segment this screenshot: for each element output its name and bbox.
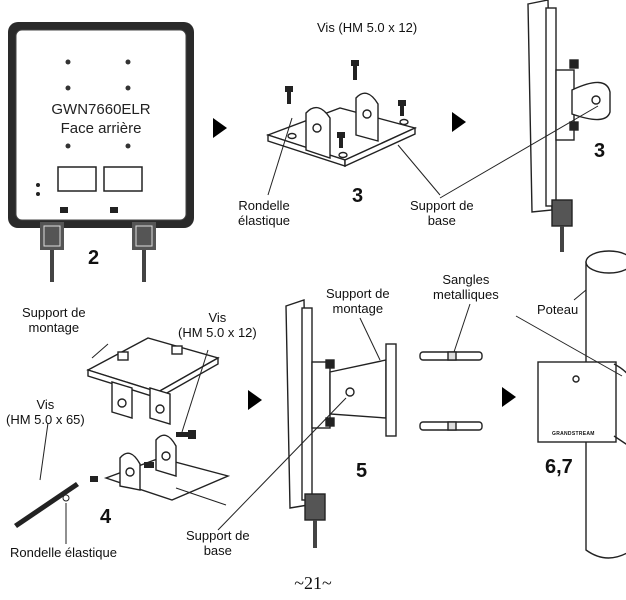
step-2: 2	[88, 247, 100, 269]
arrow-4	[502, 387, 516, 407]
arrow-1	[213, 118, 227, 138]
label-mount-5: Support de montage	[326, 286, 390, 316]
brand-mark: GRANDSTREAM	[552, 431, 595, 437]
step-4: 4	[100, 506, 112, 528]
arrow-2	[452, 112, 466, 132]
step-3-side: 3	[594, 140, 606, 162]
label-washer-top: Rondelle élastique	[238, 198, 290, 228]
screws-top	[285, 60, 406, 148]
ap-side-view-top	[527, 0, 611, 252]
label-base-bottom-2: base	[203, 543, 232, 558]
step-3-bracket: 3	[352, 185, 364, 207]
base-bracket-top	[265, 92, 418, 168]
label-pole: Poteau	[537, 302, 579, 317]
label-washer-bottom: Rondelle élastique	[10, 545, 117, 560]
label-base-bottom: Support de base	[186, 528, 250, 558]
label-base-top-1: Support de	[410, 198, 474, 213]
screws-bottom	[14, 430, 196, 528]
label-mount: Support de montage	[22, 305, 86, 335]
label-screw-top: Vis (HM 5.0 x 12)	[317, 20, 418, 35]
label-screw-long-2: (HM 5.0 x 65)	[6, 412, 85, 427]
label-mount-1: Support de	[22, 305, 86, 320]
label-washer-top-2: élastique	[238, 213, 291, 228]
label-straps: Sangles metalliques	[433, 272, 499, 302]
label-straps-1: Sangles	[442, 272, 490, 287]
label-screw-long-1: Vis	[36, 397, 55, 412]
label-screw-mid-2: (HM 5.0 x 12)	[178, 325, 257, 340]
label-screw-mid-1: Vis	[208, 310, 227, 325]
label-mount-5-2: montage	[332, 301, 384, 316]
base-bracket-bottom	[103, 434, 231, 501]
mount-bracket	[86, 337, 220, 425]
label-base-bottom-1: Support de	[186, 528, 250, 543]
label-base-top: Support de base	[410, 198, 474, 228]
step-6-7: 6,7	[545, 456, 573, 478]
label-screw-mid: Vis (HM 5.0 x 12)	[178, 310, 257, 340]
label-mount-5-1: Support de	[326, 286, 390, 301]
arrow-3	[248, 390, 262, 410]
metal-straps	[419, 351, 483, 431]
label-screw-long: Vis (HM 5.0 x 65)	[6, 397, 85, 427]
panel-face: Face arrière	[60, 120, 142, 137]
label-base-top-2: base	[427, 213, 456, 228]
label-mount-2: montage	[28, 320, 80, 335]
panel-model-text: GWN7660ELR Face arrière	[36, 100, 166, 138]
page-number: ~21~	[294, 573, 332, 593]
label-washer-top-1: Rondelle	[238, 198, 290, 213]
label-straps-2: metalliques	[433, 287, 499, 302]
ap-side-view-bottom	[285, 299, 397, 548]
panel-model: GWN7660ELR	[51, 101, 151, 118]
ap-back-panel	[8, 22, 194, 282]
step-5: 5	[356, 460, 368, 482]
pole	[537, 250, 626, 559]
